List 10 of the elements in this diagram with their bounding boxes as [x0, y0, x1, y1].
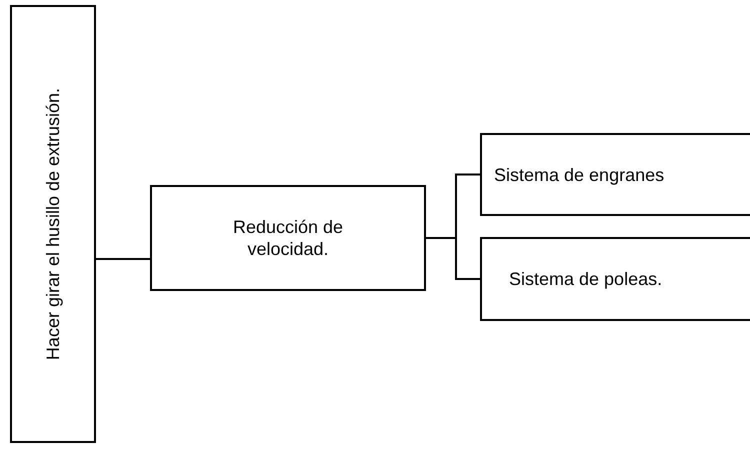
connector-line — [426, 237, 480, 280]
connector-line — [96, 258, 150, 260]
process-box — [10, 5, 96, 443]
box-text: Reducción de velocidad. — [232, 216, 344, 260]
box-text: Sistema de engranes — [494, 164, 664, 186]
process-box — [480, 237, 750, 321]
box-text: Hacer girar el husillo de extrusión. — [42, 88, 64, 360]
process-box — [480, 133, 750, 216]
process-box — [150, 185, 426, 291]
box-text: Sistema de poleas. — [509, 268, 662, 290]
